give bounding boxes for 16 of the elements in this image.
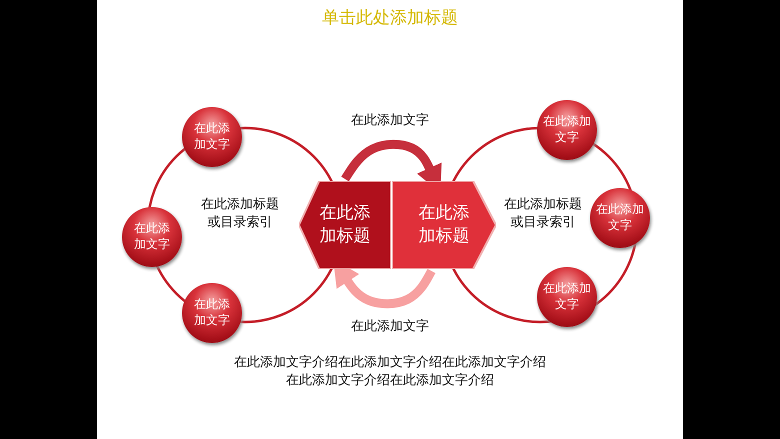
node-text: 在此添加文字 bbox=[542, 114, 592, 146]
node-text: 在此添加文字 bbox=[193, 121, 231, 153]
node-text: 在此添加文字 bbox=[542, 281, 592, 313]
node-text: 在此添加文字 bbox=[133, 221, 171, 253]
node-text: 在此添加文字 bbox=[595, 202, 645, 234]
text-label: 在此添加标题或目录索引 bbox=[200, 196, 280, 232]
node-text: 在此添加文字 bbox=[193, 297, 231, 329]
node-text: 在此添加标题 bbox=[418, 202, 470, 248]
text-label: 在此添加文字 bbox=[350, 112, 430, 130]
text-label: 在此添加标题或目录索引 bbox=[503, 196, 583, 232]
pentagon-arrow-box bbox=[299, 181, 391, 269]
pentagon-arrow-box bbox=[392, 181, 496, 269]
node-text: 在此添加标题 bbox=[318, 202, 372, 248]
title: 单击此处添加标题 bbox=[321, 7, 459, 30]
text-label: 在此添加文字 bbox=[350, 318, 430, 336]
caption: 在此添加文字介绍在此添加文字介绍在此添加文字介绍在此添加文字介绍在此添加文字介绍 bbox=[233, 354, 547, 390]
